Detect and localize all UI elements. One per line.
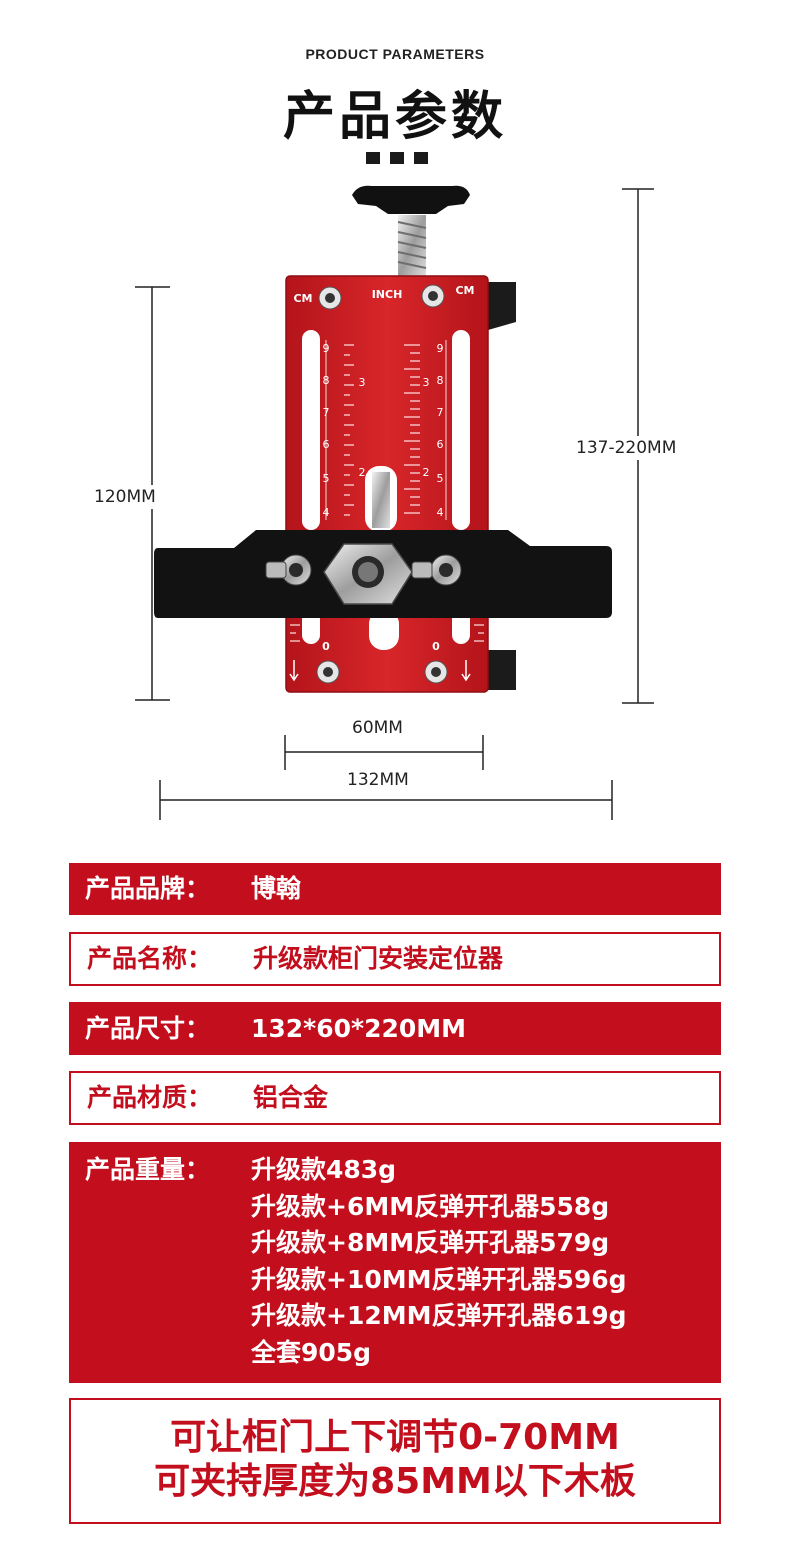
spec-row-name: 产品名称： 升级款柜门安装定位器 <box>69 932 721 986</box>
clamp-jaw-bottom <box>488 650 516 690</box>
svg-text:2: 2 <box>359 466 366 479</box>
spec-row-brand: 产品品牌： 博翰 <box>69 863 721 915</box>
svg-text:6: 6 <box>323 438 330 451</box>
svg-text:9: 9 <box>323 342 330 355</box>
spec-label: 产品材质： <box>87 1083 213 1112</box>
clamp-jaw-top <box>488 282 516 330</box>
cm-label-left: CM <box>293 292 312 305</box>
weight-item: 升级款+8MM反弹开孔器579g <box>251 1228 610 1257</box>
spec-value: 博翰 <box>251 874 302 903</box>
knob <box>352 185 470 214</box>
spec-label: 产品尺寸： <box>85 1014 211 1043</box>
spec-row-material: 产品材质： 铝合金 <box>69 1071 721 1125</box>
weight-item: 升级款+12MM反弹开孔器619g <box>251 1301 627 1330</box>
svg-text:3: 3 <box>359 376 366 389</box>
svg-text:5: 5 <box>323 472 330 485</box>
svg-text:7: 7 <box>323 406 330 419</box>
weight-item: 升级款483g <box>251 1155 397 1184</box>
svg-text:4: 4 <box>437 506 444 519</box>
spec-label: 产品名称： <box>87 944 213 973</box>
spec-value: 铝合金 <box>253 1083 329 1112</box>
weight-item: 升级款+6MM反弹开孔器558g <box>251 1191 610 1221</box>
spec-label: 产品品牌： <box>85 874 211 903</box>
zero-label-left: 0 <box>322 640 330 653</box>
weight-list: 升级款483g 升级款+6MM反弹开孔器558g 升级款+8MM反弹开孔器579… <box>251 1152 721 1371</box>
svg-text:4: 4 <box>323 506 330 519</box>
page-subtitle: PRODUCT PARAMETERS <box>305 46 485 62</box>
title-decoration <box>366 152 428 164</box>
svg-text:8: 8 <box>437 374 444 387</box>
spec-row-size: 产品尺寸： 132*60*220MM <box>69 1002 721 1055</box>
spec-label: 产品重量： <box>85 1155 211 1184</box>
product-image: 9 8 7 6 5 4 9 8 7 6 5 4 3 2 3 2 CM INCH … <box>135 185 654 820</box>
svg-text:3: 3 <box>423 376 430 389</box>
inner-width-dimension-label: 60MM <box>352 718 403 738</box>
feature-callout: 可让柜门上下调节0-70MM 可夹持厚度为85MM以下木板 <box>69 1398 721 1524</box>
weight-item: 全套905g <box>251 1337 372 1367</box>
weight-item: 升级款+10MM反弹开孔器596g <box>251 1264 627 1294</box>
svg-text:7: 7 <box>437 406 444 419</box>
svg-text:9: 9 <box>437 342 444 355</box>
zero-label-right: 0 <box>432 640 440 653</box>
height-dimension-label: 120MM <box>94 485 156 509</box>
inch-label: INCH <box>372 288 403 301</box>
feature-line-adjust: 可让柜门上下调节0-70MM <box>170 1417 620 1458</box>
spec-row-weight: 产品重量： 升级款483g 升级款+6MM反弹开孔器558g 升级款+8MM反弹… <box>69 1142 721 1383</box>
spec-value: 132*60*220MM <box>251 1014 467 1043</box>
feature-line-clamp: 可夹持厚度为85MM以下木板 <box>154 1461 636 1502</box>
svg-text:8: 8 <box>323 374 330 387</box>
svg-text:6: 6 <box>437 438 444 451</box>
svg-text:5: 5 <box>437 472 444 485</box>
total-width-dimension-label: 132MM <box>347 770 409 790</box>
page-title: 产品参数 <box>282 87 507 147</box>
range-dimension-label: 137-220MM <box>576 436 677 460</box>
cm-label-right: CM <box>455 284 474 297</box>
spec-value: 升级款柜门安装定位器 <box>253 944 504 973</box>
svg-text:2: 2 <box>423 466 430 479</box>
